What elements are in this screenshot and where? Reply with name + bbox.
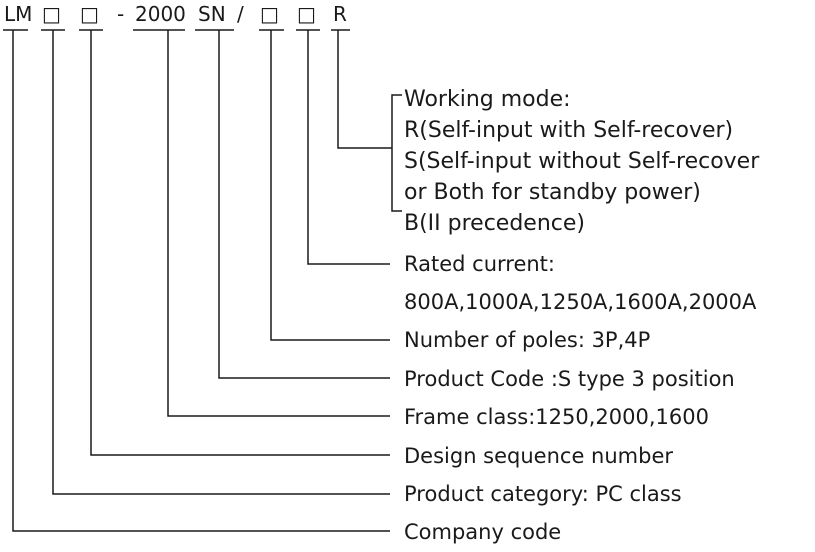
leader-working-mode [337,30,392,149]
leader-product-category [52,30,390,495]
product-category-label: Product category: PC class [404,482,682,506]
code-slash: / [237,2,244,26]
leader-number-of-poles [270,30,390,341]
code-prefix: LM [4,2,32,26]
working-mode-option-b: B(II precedence) [404,211,585,236]
leader-product-code [218,30,390,379]
code-box-3: □ [260,2,279,26]
working-mode-bracket [391,94,402,212]
code-box-2: □ [80,2,99,26]
leader-rated-current [307,30,390,265]
frame-class-label: Frame class:1250,2000,1600 [404,405,709,429]
code-box-4: □ [297,2,316,26]
working-mode-block: Working mode: R(Self-input with Self-rec… [404,84,759,239]
company-code-label: Company code [404,520,562,544]
leader-frame-class [167,30,390,417]
code-box-1: □ [42,2,61,26]
working-mode-option-s: S(Self-input without Self-recover [404,149,760,174]
working-mode-option-r: R(Self-input with Self-recover) [404,118,734,143]
product-code-label: Product Code :S type 3 position [404,367,735,391]
working-mode-option-s-cont: or Both for standby power) [404,180,701,205]
code-frame: 2000 [135,2,186,26]
design-sequence-label: Design sequence number [404,444,674,468]
leader-design-sequence [90,30,390,456]
number-of-poles-label: Number of poles: 3P,4P [404,328,651,352]
rated-current-values: 800A,1000A,1250A,1600A,2000A [404,290,757,314]
working-mode-title: Working mode: [404,87,571,112]
code-type: SN [198,2,226,26]
code-mode: R [333,2,347,26]
rated-current-title: Rated current: [404,252,555,276]
code-dash: - [117,2,124,26]
leader-company-code [12,30,390,532]
